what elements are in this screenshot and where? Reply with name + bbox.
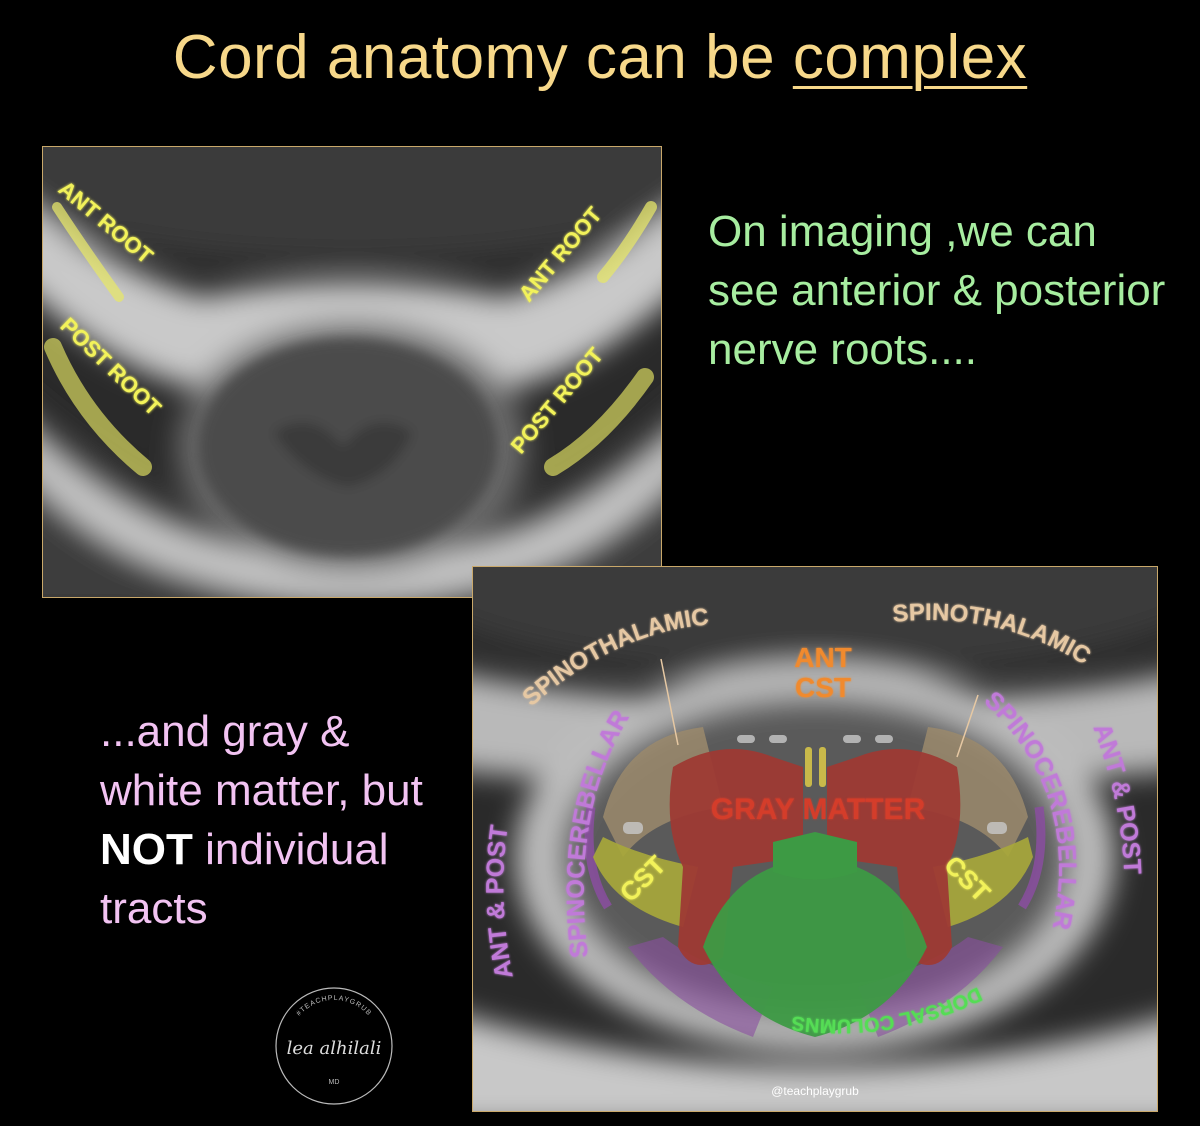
svg-text:MD: MD [329,1079,340,1086]
handle-watermark: @teachplaygrub [771,1084,859,1098]
mri-panel-tracts: SPINOTHALAMIC SPINOTHALAMIC ANT CST SPIN… [472,566,1158,1112]
title-emphasis: complex [792,23,1028,92]
svg-text:#TEACHPLAYGRUB: #TEACHPLAYGRUB [295,995,372,1018]
note-left-bold: NOT [100,825,193,874]
note-left-after: individual tracts [100,825,389,933]
mri-panel-roots: ANT ROOT POST ROOT ANT ROOT POST ROOT [42,146,662,598]
slide-title: Cord anatomy can be complex [0,22,1200,93]
imaging-roots-note: On imaging ,we can see anterior & poster… [708,207,1166,374]
ant-cst-label-line1: ANT [794,642,852,673]
note-left-before: ...and gray & white matter, but [100,707,423,815]
title-prefix: Cord anatomy can be [172,23,793,92]
svg-text:lea alhilali: lea alhilali [287,1038,382,1059]
gray-matter-label: GRAY MATTER [711,793,926,826]
signature-logo: #TEACHPLAYGRUB lea alhilali MD [275,987,393,1105]
gray-white-matter-note: ...and gray & white matter, but NOT indi… [100,702,440,938]
mri-tracts-image: SPINOTHALAMIC SPINOTHALAMIC ANT CST SPIN… [473,567,1157,1111]
ant-cst-label-line2: CST [795,672,851,703]
mri-roots-image: ANT ROOT POST ROOT ANT ROOT POST ROOT [43,147,661,597]
